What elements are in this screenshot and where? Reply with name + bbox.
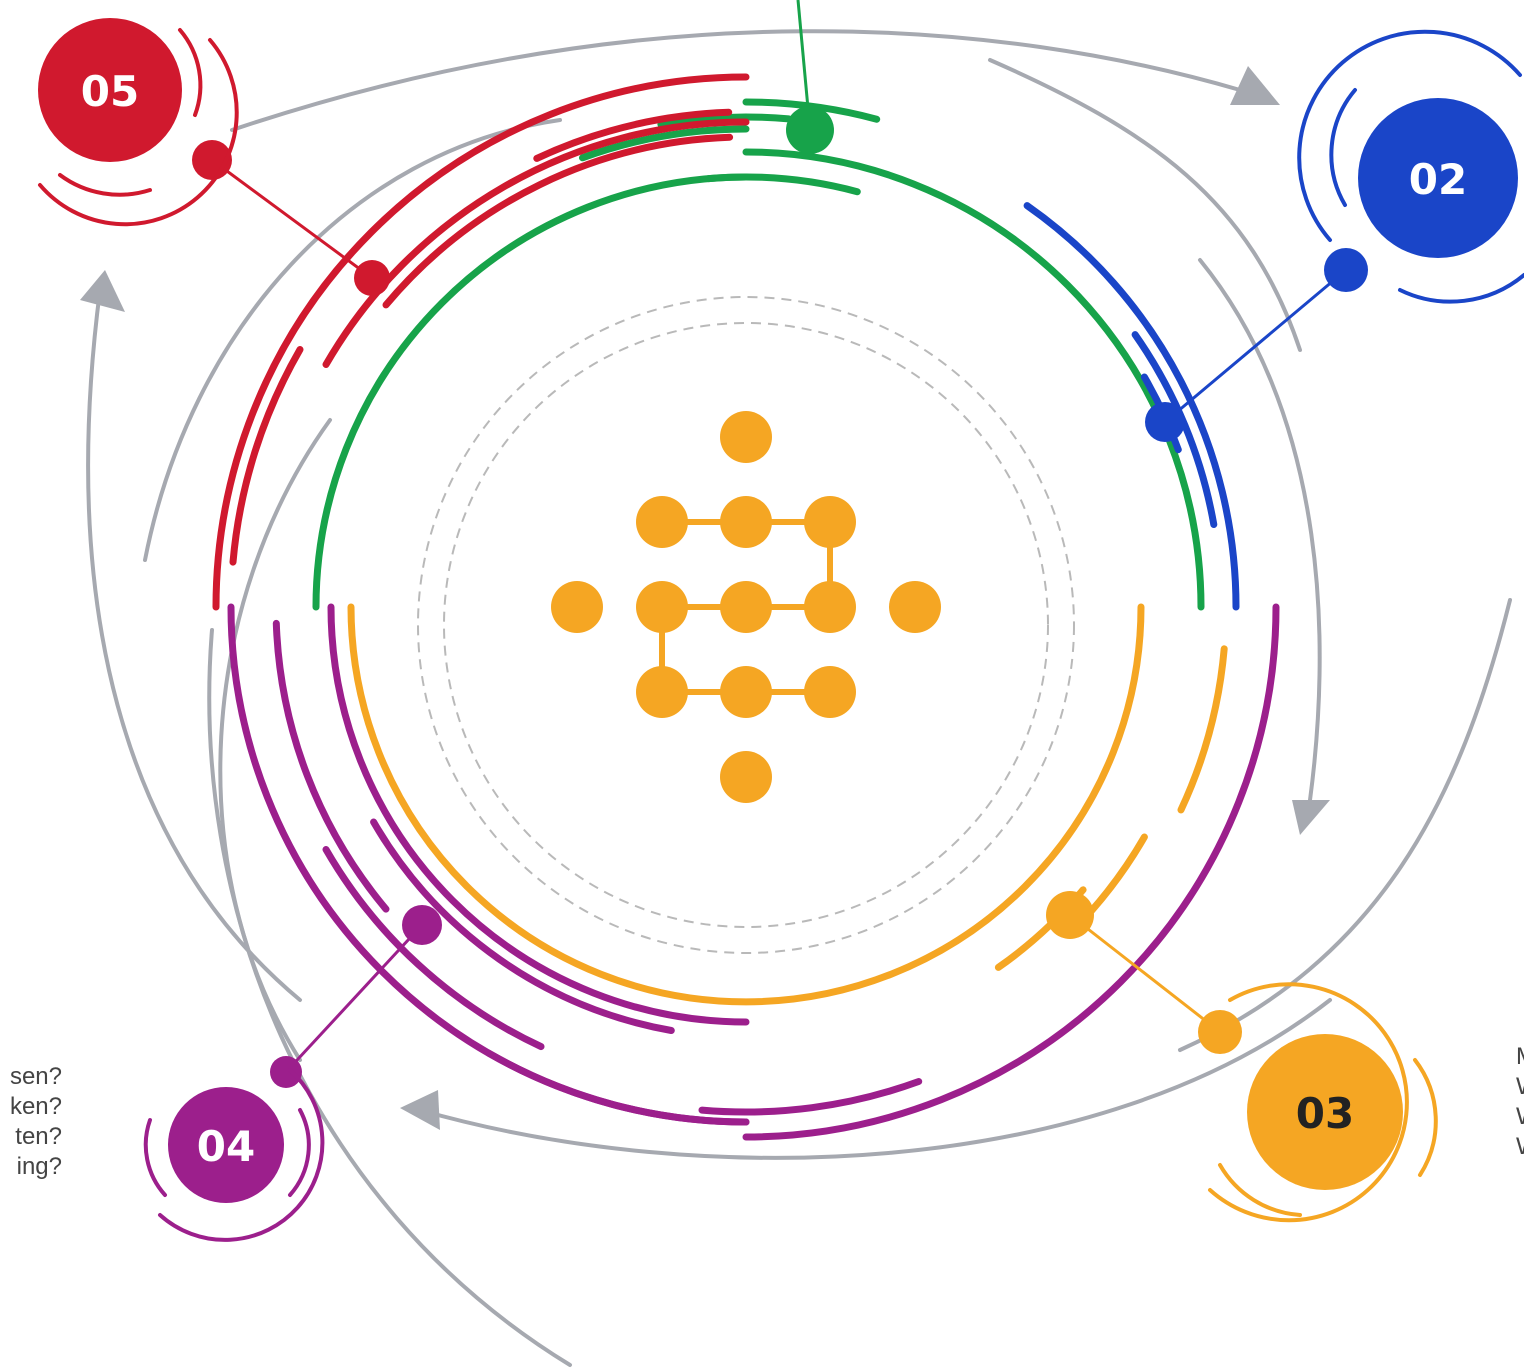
connector-03 bbox=[1069, 913, 1221, 1034]
dashed-ring-inner bbox=[443, 322, 1049, 928]
badge-05: 05 bbox=[38, 18, 239, 227]
left-text-line: ing? bbox=[16, 1153, 62, 1180]
arc-segment-step-04 bbox=[272, 619, 390, 913]
arrow-heads bbox=[80, 66, 1330, 1130]
left-text-line: ten? bbox=[15, 1123, 62, 1150]
arc-segment-step-05 bbox=[382, 133, 734, 309]
cycle-arrows bbox=[86, 29, 1512, 1367]
node-03-outer bbox=[1198, 1010, 1242, 1054]
arrow-arc-top bbox=[230, 29, 1242, 132]
arc-segment-step-02 bbox=[1023, 202, 1240, 611]
dashed-rings bbox=[417, 296, 1075, 954]
network-grid-icon bbox=[551, 411, 941, 803]
badge-03-label: 03 bbox=[1296, 1089, 1354, 1138]
arc-segment-step-05 bbox=[212, 73, 750, 611]
arc-segment-step-04 bbox=[322, 846, 545, 1051]
arc-segment-step-04 bbox=[327, 603, 750, 1026]
node-01-ring bbox=[786, 106, 834, 154]
badge-03: 03 bbox=[1208, 982, 1438, 1223]
arc-segment-step-03 bbox=[1177, 645, 1228, 814]
node-03-ring bbox=[1046, 891, 1094, 939]
connector-02 bbox=[1164, 268, 1347, 424]
left-text-block: sen? ken? ten? ing? bbox=[0, 1062, 62, 1182]
arc-segment-step-01 bbox=[579, 125, 750, 162]
badge-05-label: 05 bbox=[81, 67, 139, 116]
arc-segment-step-01 bbox=[742, 148, 1205, 611]
node-04-ring bbox=[402, 905, 442, 945]
arrow-arc-left bbox=[86, 288, 302, 1002]
node-04-outer bbox=[270, 1056, 302, 1088]
badge-02-label: 02 bbox=[1409, 155, 1467, 204]
right-text-line: W bbox=[1516, 1132, 1524, 1162]
arc-segment-step-03 bbox=[347, 603, 1145, 1006]
badge-02: 02 bbox=[1297, 29, 1524, 304]
arc-segment-step-04 bbox=[742, 603, 1280, 1141]
connector-04 bbox=[284, 923, 424, 1074]
arc-segment-step-02 bbox=[1131, 331, 1218, 528]
arrow-arc-bottom bbox=[418, 998, 1332, 1160]
right-text-block: M W W W bbox=[1516, 1042, 1524, 1162]
arrowhead-right bbox=[1292, 800, 1330, 835]
arrow-arc-bottomleft bbox=[207, 628, 572, 1367]
arrowhead-left bbox=[80, 270, 125, 312]
arc-segment-step-05 bbox=[533, 108, 733, 162]
right-text-line: W bbox=[1516, 1072, 1524, 1102]
arrowhead-bottom bbox=[400, 1090, 440, 1130]
connector-05 bbox=[211, 158, 373, 280]
arrow-arc-topleft bbox=[143, 118, 562, 562]
node-05-ring bbox=[354, 260, 390, 296]
node-02-outer bbox=[1324, 248, 1368, 292]
dashed-ring-outer bbox=[417, 296, 1075, 954]
connector-nodes bbox=[192, 106, 1368, 1088]
arc-segment-step-01 bbox=[657, 113, 793, 128]
arrow-arc-inner-left bbox=[218, 418, 332, 1062]
arc-segment-step-04 bbox=[227, 603, 750, 1126]
arc-segment-step-04 bbox=[698, 1078, 923, 1116]
left-text-line: sen? bbox=[9, 1063, 62, 1090]
arrow-arc-right bbox=[1198, 258, 1322, 802]
arc-segment-step-05 bbox=[229, 346, 304, 566]
badge-04: 04 bbox=[143, 1068, 325, 1242]
badge-04-label: 04 bbox=[197, 1122, 255, 1171]
right-text-line: M bbox=[1516, 1042, 1524, 1072]
left-text-line: ken? bbox=[9, 1093, 62, 1120]
arc-segment-step-04 bbox=[370, 818, 675, 1034]
arc-segment-step-01 bbox=[312, 173, 750, 611]
arrow-arc-topright bbox=[988, 58, 1302, 352]
arc-segment-step-05 bbox=[322, 118, 750, 368]
arrowhead-top-right bbox=[1230, 66, 1280, 105]
node-02-ring bbox=[1145, 402, 1185, 442]
right-text-line: W bbox=[1516, 1102, 1524, 1132]
arrow-arc-farright bbox=[1178, 598, 1512, 1052]
